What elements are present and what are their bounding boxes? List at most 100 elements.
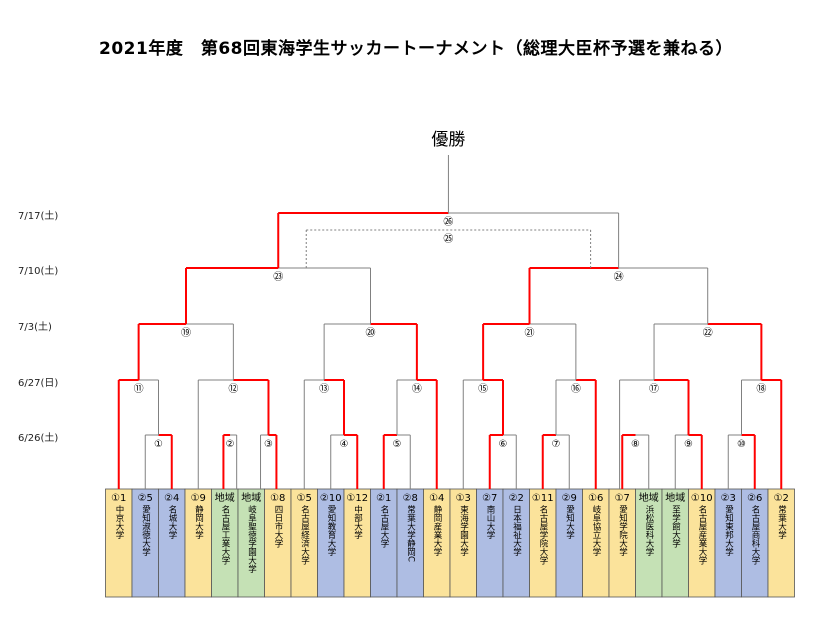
match-label-m19: ⑲ bbox=[181, 327, 191, 339]
champion-label: 優勝 bbox=[431, 130, 465, 150]
match-label-m12: ⑫ bbox=[228, 383, 238, 395]
team-box bbox=[555, 488, 583, 598]
team-name-container: 名古屋商科大学 bbox=[750, 505, 760, 565]
page-title: 2021年度 第68回東海学生サッカートーナメント（総理大臣杯予選を兼ねる） bbox=[99, 39, 733, 59]
team-name: 中部大学 bbox=[352, 505, 363, 539]
team-name-container: 四日市大学 bbox=[273, 505, 283, 548]
team-box bbox=[476, 488, 504, 598]
team-seed: ②8 bbox=[403, 493, 418, 504]
match-label-m2: ② bbox=[226, 439, 235, 450]
team-seed: ①12 bbox=[346, 493, 368, 504]
match-label-m18: ⑱ bbox=[756, 383, 766, 395]
team-name: 名古屋経済大学 bbox=[299, 505, 310, 565]
team-name: 至学館大学 bbox=[670, 505, 681, 548]
team-name: 常葉大学静岡C bbox=[405, 505, 416, 562]
team-name: 東海学園大学 bbox=[458, 505, 469, 556]
team-seed: ②10 bbox=[320, 493, 342, 504]
team-seed: ①10 bbox=[691, 493, 713, 504]
team-box bbox=[767, 488, 795, 598]
team-name: 南山大学 bbox=[485, 505, 495, 539]
team-box bbox=[264, 488, 292, 598]
match-label-m14: ⑭ bbox=[412, 383, 422, 395]
team-seed: ②1 bbox=[376, 493, 391, 504]
team-name: 愛知淑徳大学 bbox=[140, 505, 151, 556]
match-label-m25: ㉕ bbox=[443, 233, 453, 245]
date-label-final: 7/17(土) bbox=[18, 211, 59, 222]
team-seed: ②5 bbox=[138, 493, 153, 504]
team-name-container: 名城大学 bbox=[167, 505, 177, 539]
team-seed: ②4 bbox=[164, 493, 179, 504]
date-label-round-1: 6/26(土) bbox=[18, 433, 59, 444]
match-label-m17: ⑰ bbox=[649, 383, 659, 395]
team-name: 四日市大学 bbox=[273, 505, 283, 548]
team-name-container: 中京大学 bbox=[114, 505, 124, 539]
match-label-m16: ⑯ bbox=[571, 383, 581, 395]
team-name-container: 愛知東邦大学 bbox=[723, 505, 734, 556]
team-seed: 地域 bbox=[665, 491, 685, 504]
match-label-m1: ① bbox=[154, 439, 163, 450]
team-name-container: 常葉大学 bbox=[776, 505, 787, 539]
team-name: 名古屋大学 bbox=[379, 505, 389, 548]
match-label-m15: ⑮ bbox=[478, 383, 488, 395]
team-name: 名古屋商科大学 bbox=[750, 505, 760, 565]
team-name: 愛知学院大学 bbox=[617, 505, 628, 556]
team-name-container: 静岡産業大学 bbox=[432, 505, 442, 556]
team-seed: 地域 bbox=[215, 491, 235, 504]
match-label-m5: ⑤ bbox=[393, 439, 402, 450]
team-name-container: 東海学園大学 bbox=[458, 505, 469, 556]
team-seed: ①5 bbox=[297, 493, 312, 504]
match-label-m4: ④ bbox=[340, 439, 349, 450]
team-seed: ①6 bbox=[588, 493, 603, 504]
date-label-semifinal: 7/10(土) bbox=[18, 266, 59, 277]
team-name-container: 岐阜協立大学 bbox=[591, 505, 601, 556]
team-box bbox=[582, 488, 610, 598]
team-seed: ①3 bbox=[456, 493, 471, 504]
team-box bbox=[158, 488, 186, 598]
team-name-container: 南山大学 bbox=[485, 505, 495, 539]
team-box bbox=[423, 488, 451, 598]
team-box bbox=[449, 488, 477, 598]
team-name-container: 日本福祉大学 bbox=[511, 505, 522, 556]
team-seed: ①7 bbox=[615, 493, 630, 504]
team-name: 名古屋工業大学 bbox=[220, 505, 230, 565]
team-seed: 地域 bbox=[241, 491, 261, 504]
team-name: 名古屋学院大学 bbox=[538, 505, 548, 565]
match-label-m11: ⑪ bbox=[134, 383, 144, 395]
match-label-m13: ⑬ bbox=[319, 383, 329, 395]
team-seed: ②7 bbox=[482, 493, 497, 504]
team-name-container: 中部大学 bbox=[352, 505, 363, 539]
team-box bbox=[396, 488, 424, 598]
team-name-container: 名古屋経済大学 bbox=[299, 505, 310, 565]
match-label-m21: ㉑ bbox=[525, 327, 535, 339]
team-name-container: 愛知淑徳大学 bbox=[140, 505, 151, 556]
team-name: 静岡産業大学 bbox=[432, 505, 442, 556]
team-name: 岐阜聖徳学園大学 bbox=[246, 505, 257, 573]
match-label-m23: ㉓ bbox=[273, 271, 283, 283]
team-name-container: 至学館大学 bbox=[670, 505, 681, 548]
match-label-m7: ⑦ bbox=[552, 439, 561, 450]
team-seed: ②2 bbox=[509, 493, 524, 504]
team-name: 愛知東邦大学 bbox=[723, 505, 734, 556]
team-seed: 地域 bbox=[639, 491, 659, 504]
team-name: 愛知教育大学 bbox=[326, 505, 336, 556]
match-label-m6: ⑥ bbox=[499, 439, 508, 450]
date-label-round-16: 6/27(日) bbox=[18, 378, 59, 389]
team-box bbox=[317, 488, 345, 598]
match-label-m10: ⑩ bbox=[737, 439, 746, 450]
team-name: 日本福祉大学 bbox=[511, 505, 522, 556]
team-name: 中京大学 bbox=[114, 505, 124, 539]
match-label-m20: ⑳ bbox=[366, 327, 376, 339]
team-name-container: 浜松医科大学 bbox=[644, 505, 654, 556]
team-box bbox=[688, 488, 716, 598]
team-seed: ①8 bbox=[270, 493, 285, 504]
team-name: 常葉大学 bbox=[776, 505, 787, 539]
team-name: 岐阜協立大学 bbox=[591, 505, 601, 556]
team-name: 静岡大学 bbox=[193, 505, 204, 539]
match-label-m8: ⑧ bbox=[631, 439, 640, 450]
team-seed: ②3 bbox=[721, 493, 736, 504]
team-box bbox=[529, 488, 557, 598]
team-seed: ②9 bbox=[562, 493, 577, 504]
team-name: 名城大学 bbox=[167, 505, 177, 539]
team-box bbox=[608, 488, 636, 598]
